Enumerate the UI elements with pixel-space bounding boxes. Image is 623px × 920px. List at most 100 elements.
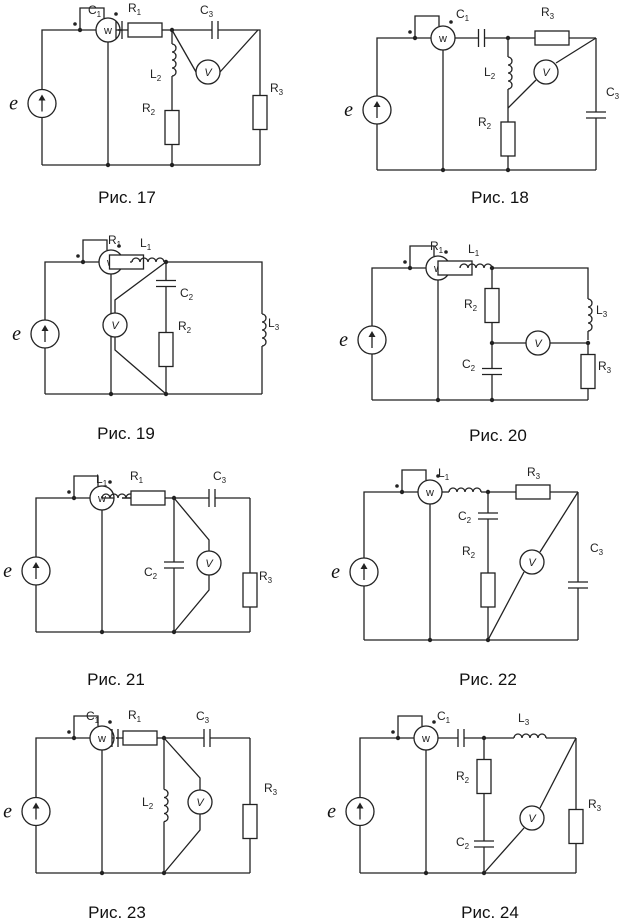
voltage-source-symbol xyxy=(349,557,379,587)
component-label-l2: L2 xyxy=(150,67,162,83)
resistor-symbol xyxy=(515,484,551,500)
figure-caption: Рис. 21 xyxy=(87,670,145,689)
voltmeter-letter: V xyxy=(204,67,213,79)
voltmeter-symbol: V xyxy=(533,59,559,85)
resistor-symbol xyxy=(580,353,596,390)
component-label-l3: L3 xyxy=(268,316,280,332)
figure-19: ewR1L1L3C2R2VРис. 19 xyxy=(12,233,280,443)
component-label-r3: R3 xyxy=(541,5,555,21)
component-label-l3: L3 xyxy=(596,303,608,319)
component-label-r3: R3 xyxy=(588,797,602,813)
voltmeter-symbol: V xyxy=(525,330,551,356)
polarity-mark xyxy=(114,12,118,16)
capacitor-symbol xyxy=(164,561,184,569)
component-label-c3: C3 xyxy=(200,3,214,19)
capacitor-symbol xyxy=(208,489,216,507)
component-label-r2: R2 xyxy=(478,115,492,131)
arrow-up-icon xyxy=(32,802,40,809)
junction-dot xyxy=(412,35,418,41)
voltmeter-letter: V xyxy=(534,338,543,350)
polarity-mark xyxy=(395,484,399,488)
voltage-source-symbol xyxy=(27,88,57,119)
junction-dot xyxy=(169,162,175,168)
voltmeter-symbol: V xyxy=(187,789,213,815)
resistor-symbol xyxy=(534,30,570,46)
resistor-symbol xyxy=(500,121,516,157)
figure-20: ewR1L1L3R3R2C2VРис. 20 xyxy=(339,239,612,445)
arrow-up-icon xyxy=(368,331,376,337)
capacitor-symbol xyxy=(568,581,588,589)
source-label: e xyxy=(3,801,12,823)
component-label-r1: R1 xyxy=(108,233,122,249)
wattmeter-symbol: w xyxy=(430,25,456,51)
polarity-mark xyxy=(403,260,407,264)
inductor-symbol xyxy=(507,56,513,90)
arrow-up-icon xyxy=(373,101,381,107)
component-label-r2: R2 xyxy=(456,769,470,785)
inductor-symbol xyxy=(163,788,169,823)
resistor-symbol xyxy=(476,758,492,795)
polarity-mark xyxy=(108,480,112,484)
source-label: e xyxy=(327,801,336,823)
resistor-symbol xyxy=(127,22,163,38)
component-label-c3: C3 xyxy=(196,709,210,725)
source-label: e xyxy=(331,561,340,583)
capacitor-symbol xyxy=(477,29,486,47)
voltmeter-letter: V xyxy=(528,557,537,569)
polarity-mark xyxy=(67,490,71,494)
capacitor-symbol xyxy=(457,729,465,747)
inductor-symbol xyxy=(513,733,547,739)
junction-dot xyxy=(407,265,413,271)
component-label-c2: C2 xyxy=(458,509,472,525)
junction-dot xyxy=(71,735,77,741)
resistor-symbol xyxy=(252,94,268,131)
figure-caption: Рис. 20 xyxy=(469,426,527,445)
arrow-up-icon xyxy=(32,562,40,568)
component-label-l1: L1 xyxy=(96,472,108,488)
component-label-c2: C2 xyxy=(180,286,194,302)
polarity-mark xyxy=(432,720,436,724)
component-label-c1: C1 xyxy=(456,7,470,23)
polarity-mark xyxy=(117,244,121,248)
figure-caption: Рис. 17 xyxy=(98,188,156,207)
arrow-up-icon xyxy=(360,563,368,569)
wattmeter-letter: w xyxy=(421,733,430,745)
voltmeter-letter: V xyxy=(205,558,214,570)
voltmeter-symbol: V xyxy=(195,59,221,85)
voltmeter-letter: V xyxy=(528,813,537,825)
inductor-symbol xyxy=(131,257,165,263)
resistor-symbol xyxy=(164,109,180,146)
polarity-mark xyxy=(408,30,412,34)
component-label-c3: C3 xyxy=(590,541,604,557)
wattmeter-letter: w xyxy=(438,33,447,45)
junction-dot xyxy=(505,167,511,173)
source-label: e xyxy=(339,329,348,351)
resistor-symbol xyxy=(242,803,258,840)
component-label-r1: R1 xyxy=(128,708,142,724)
junction-dot xyxy=(399,489,405,495)
source-label: e xyxy=(12,323,21,345)
capacitor-symbol xyxy=(211,21,219,39)
figure-caption: Рис. 24 xyxy=(461,903,519,920)
wattmeter-letter: w xyxy=(425,487,434,499)
component-label-r1: R1 xyxy=(130,469,144,485)
component-label-r3: R3 xyxy=(259,569,273,585)
voltage-source-symbol xyxy=(30,319,60,349)
resistor-symbol xyxy=(484,287,500,324)
source-label: e xyxy=(344,99,353,121)
figure-caption: Рис. 18 xyxy=(471,188,529,207)
component-label-c1: C1 xyxy=(88,3,102,19)
voltmeter-symbol: V xyxy=(102,312,128,338)
wattmeter-symbol: w xyxy=(89,725,115,751)
component-label-r3: R3 xyxy=(527,465,541,481)
voltmeter-letter: V xyxy=(542,67,551,79)
component-label-c2: C2 xyxy=(456,835,470,851)
component-label-r3: R3 xyxy=(264,781,278,797)
figure-caption: Рис. 19 xyxy=(97,424,155,443)
inductor-symbol xyxy=(448,487,482,493)
resistor-symbol xyxy=(568,808,584,845)
